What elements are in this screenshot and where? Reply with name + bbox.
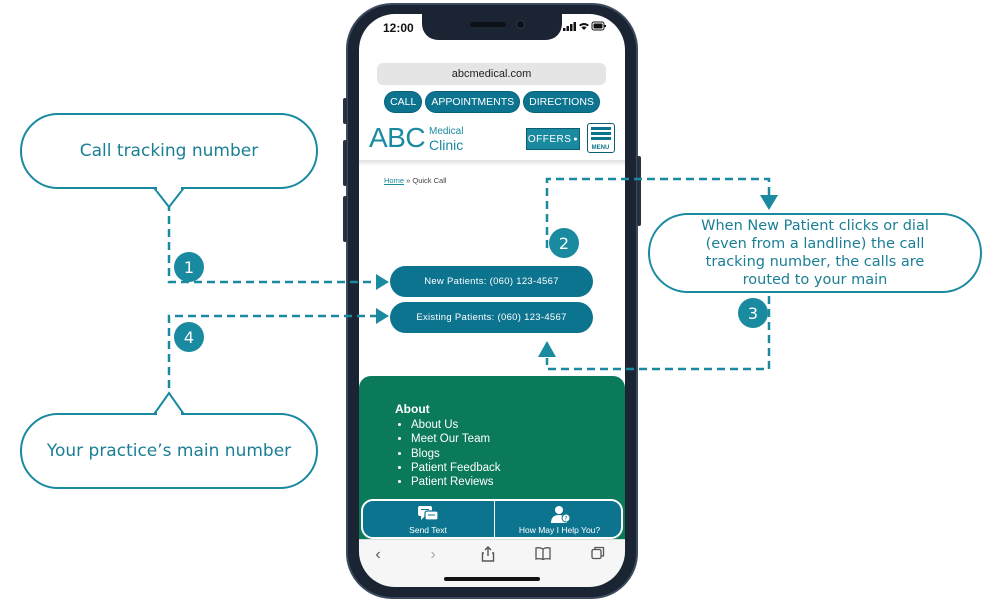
arrowheads [376, 195, 778, 357]
hamburger-icon [591, 127, 611, 130]
connector-3 [545, 296, 771, 371]
tabs-icon[interactable] [589, 546, 607, 564]
status-icons [563, 21, 607, 34]
url-text: abcmedical.com [451, 68, 532, 80]
header-divider [359, 160, 625, 166]
callout-routing-text: When New Patient clicks or dial (even fr… [701, 218, 929, 288]
send-text-button[interactable]: Send Text [363, 501, 493, 537]
sticky-action-bar: Send Text ? How May I Help You? [361, 499, 623, 539]
breadcrumb-separator: » [404, 176, 413, 185]
back-chevron-icon[interactable]: ‹ [375, 546, 381, 563]
send-text-label: Send Text [409, 525, 447, 535]
step-marker-3: 3 [738, 298, 768, 328]
step-marker-1: 1 [174, 252, 204, 282]
arrowhead-right-4 [376, 308, 389, 324]
existing-patients-call-button[interactable]: Existing Patients: (060) 123-4567 [390, 302, 593, 333]
logo-clinic: Clinic [429, 137, 464, 153]
footer-link-about-us[interactable]: About Us [411, 418, 501, 432]
forward-chevron-icon[interactable]: › [430, 546, 436, 563]
directions-nav-button[interactable]: DIRECTIONS [523, 91, 600, 113]
arrowhead-down-2 [760, 195, 778, 210]
connector-2 [545, 177, 771, 248]
offers-label: OFFERS [527, 133, 572, 145]
callout-main-number: Your practice’s main number [20, 413, 318, 489]
phone-silent-switch [343, 98, 347, 124]
phone-screen: 12:00 abcmedical.com CALL APPOINTMENTS D… [359, 14, 625, 587]
dashed-connectors [167, 177, 771, 388]
connector-1 [167, 190, 376, 284]
logo-abc: ABC [369, 122, 426, 153]
arrowhead-right-1 [376, 274, 389, 290]
call-nav-button[interactable]: CALL [384, 91, 423, 113]
breadcrumb-home-link[interactable]: Home [384, 176, 405, 185]
logo-medical: Medical [429, 126, 464, 137]
phone-volume-down [343, 196, 347, 242]
signal-wifi-battery-icon [563, 21, 606, 31]
breadcrumb: Home » Quick Call [384, 176, 447, 185]
chat-bubbles-icon [418, 506, 439, 521]
callout-main-number-text: Your practice’s main number [46, 441, 292, 461]
callout-call-tracking: Call tracking number [20, 113, 318, 189]
status-time: 12:00 [383, 21, 414, 35]
arrowhead-up-3 [538, 341, 556, 357]
url-bar[interactable]: abcmedical.com [377, 63, 606, 85]
user-help-icon: ? [550, 506, 570, 523]
offers-button[interactable]: OFFERS● [526, 128, 580, 150]
phone-volume-up [343, 140, 347, 186]
footer-link-blogs[interactable]: Blogs [411, 447, 501, 461]
new-patients-call-button[interactable]: New Patients: (060) 123-4567 [390, 266, 593, 297]
appointments-nav-button[interactable]: APPOINTMENTS [425, 91, 521, 113]
home-indicator [444, 577, 540, 581]
menu-button[interactable]: MENU [587, 123, 615, 153]
phone-notch [422, 14, 562, 40]
bookmarks-icon[interactable] [534, 546, 552, 564]
breadcrumb-current: Quick Call [412, 176, 447, 185]
help-label: How May I Help You? [518, 525, 601, 535]
connector-4 [167, 314, 376, 388]
about-heading: About [395, 402, 430, 416]
callout-call-tracking-text: Call tracking number [79, 141, 259, 161]
callout-tail-bottom [153, 391, 185, 414]
site-header: ABC Medical Clinic OFFERS● MENU [359, 120, 625, 164]
footer-link-patient-feedback[interactable]: Patient Feedback [411, 461, 501, 475]
phone-power-button [637, 156, 641, 226]
footer-link-patient-reviews[interactable]: Patient Reviews [411, 475, 501, 489]
callout-tail-top [152, 188, 186, 209]
svg-text:?: ? [564, 516, 567, 523]
tag-icon: ● [573, 135, 579, 143]
top-nav: CALL APPOINTMENTS DIRECTIONS [359, 91, 625, 113]
share-icon[interactable] [479, 546, 497, 564]
step-marker-2: 2 [549, 228, 579, 258]
menu-label: MENU [591, 145, 610, 151]
step-marker-4: 4 [174, 322, 204, 352]
footer-link-meet-our-team[interactable]: Meet Our Team [411, 432, 501, 446]
browser-toolbar: ‹ › [359, 539, 625, 587]
help-button[interactable]: ? How May I Help You? [494, 501, 624, 537]
callout-routing: When New Patient clicks or dial (even fr… [648, 213, 982, 293]
about-links: About Us Meet Our Team Blogs Patient Fee… [411, 418, 501, 489]
